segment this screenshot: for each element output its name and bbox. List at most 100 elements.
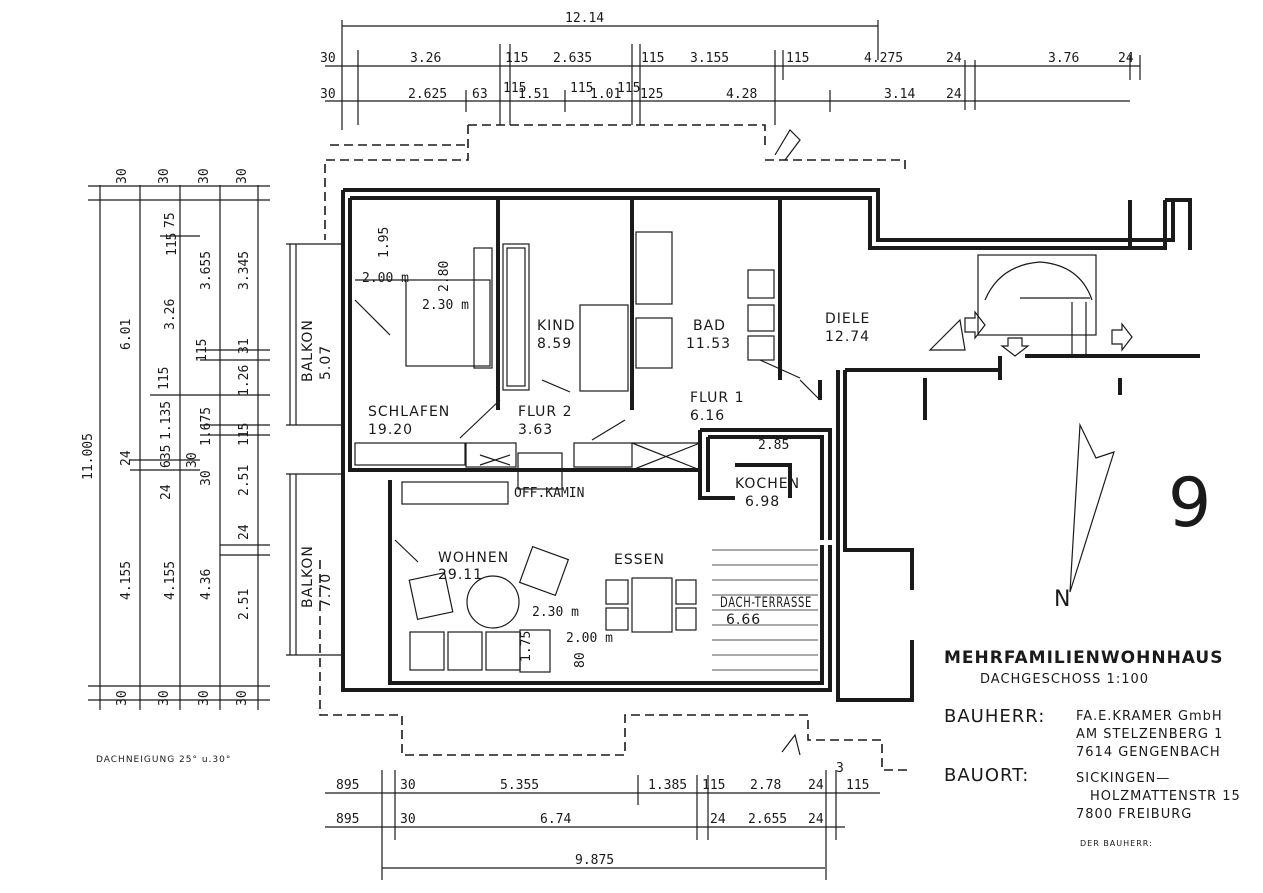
dim-left-c3-6: 4.36: [199, 569, 214, 600]
dim-left-c3-2: 115: [195, 339, 210, 362]
site-line-2: HOLZMATTENSTR 15: [1090, 789, 1241, 804]
label-kamin: OFF.KAMIN: [514, 486, 584, 501]
dim-left-c1-2: 4.155: [119, 561, 134, 600]
room-area-balkon-1: 5.07: [318, 345, 334, 380]
room-area-kochen: 6.98: [745, 494, 780, 510]
label-h7: 1.75: [519, 631, 534, 662]
room-area-schlafen: 19.20: [368, 422, 413, 438]
dim-top-r2-10: 3.14: [884, 87, 915, 102]
dim-left-c1-0: 6.01: [119, 319, 134, 350]
height-annotations: OFF.KAMIN 2.00 m 2.30 m 2.80 1.95 2.30 m…: [362, 227, 789, 668]
room-name-kochen: KOCHEN: [735, 476, 800, 492]
owner-line-2: AM STELZENBERG 1: [1076, 727, 1223, 742]
dim-left-c4-2: 1.26: [237, 365, 252, 396]
dim-bottom-r1-1: 30: [400, 778, 416, 793]
label-h5: 2.30 m: [532, 605, 579, 620]
dim-left-c2-0: 75: [163, 212, 178, 228]
dim-left-c4-5: 24: [237, 524, 252, 540]
label-h3: 2.80: [437, 261, 452, 292]
site-label: BAUORT:: [944, 765, 1029, 786]
room-area-balkon-2: 7.70: [318, 573, 334, 608]
dim-left-foot-0: 30: [115, 690, 130, 706]
bottom-dimension-chains: 895 30 5.355 1.385 115 2.78 24 3 115 895…: [325, 761, 880, 880]
room-name-schlafen: SCHLAFEN: [368, 404, 450, 420]
dim-bottom-r1-7: 3: [836, 761, 844, 776]
label-h8: 80: [573, 652, 588, 668]
dim-bottom-r1-5: 2.78: [750, 778, 781, 793]
dim-top-r2-6: 1.01: [590, 87, 621, 102]
dim-bottom-r1-4: 115: [702, 778, 725, 793]
dim-bottom-r1-2: 5.355: [500, 778, 539, 793]
label-h4: 1.95: [377, 227, 392, 258]
room-area-flur1: 6.16: [690, 408, 725, 424]
room-labels: SCHLAFEN 19.20 KIND 8.59 BAD 11.53 DIELE…: [300, 311, 870, 628]
north-label: N: [1054, 587, 1071, 612]
dim-bottom-r2-3: 24: [710, 812, 726, 827]
room-area-dachterrasse: 6.66: [726, 612, 761, 628]
room-name-wohnen: WOHNEN: [438, 550, 509, 566]
dim-left-c4-4: 2.51: [237, 465, 252, 496]
dim-left-c2-5: 24: [159, 484, 174, 500]
walls: [341, 188, 1200, 702]
dim-top-r2-8: 125: [640, 87, 663, 102]
room-name-balkon-2: BALKON: [300, 545, 316, 608]
site-line-3: 7800 FREIBURG: [1076, 807, 1192, 822]
dim-left-c1-1: 24: [119, 450, 134, 466]
room-name-balkon-1: BALKON: [300, 319, 316, 382]
dim-top-r1-8: 24: [946, 51, 962, 66]
dim-left-c2-1: 3.26: [163, 299, 178, 330]
north-arrow: N: [1054, 422, 1115, 612]
signature-label: DER BAUHERR:: [1080, 839, 1153, 848]
dim-left-foot-1: 30: [157, 690, 172, 706]
dim-left-head-2: 30: [197, 168, 212, 184]
dim-overall-top: 12.14: [565, 11, 604, 26]
dim-left-c2-3: 1.135: [159, 401, 174, 440]
dim-top-r1-5: 3.155: [690, 51, 729, 66]
dim-top-r2-5: 115: [570, 81, 593, 96]
room-name-flur2: FLUR 2: [518, 404, 573, 420]
room-area-diele: 12.74: [825, 329, 870, 345]
dim-bottom-r2-0: 895: [336, 812, 359, 827]
dim-top-r1-4: 115: [641, 51, 664, 66]
sheet-number: 9: [1168, 464, 1212, 543]
dim-left-c3-1: 3.655: [199, 251, 214, 290]
room-name-kind: KIND: [537, 318, 576, 334]
dim-left-c2-2: 115: [157, 367, 172, 390]
room-area-wohnen: 29.11: [438, 567, 483, 583]
dim-left-c4-0: 3.345: [237, 251, 252, 290]
dim-left-c3-0: 115: [165, 233, 180, 256]
interior-fixtures: [286, 129, 1133, 756]
room-name-flur1: FLUR 1: [690, 390, 745, 406]
room-name-essen: ESSEN: [614, 552, 665, 568]
dim-left-c3-3: 1.675: [199, 407, 214, 446]
dim-top-r1-1: 3.26: [410, 51, 441, 66]
left-dimension-chains: 30 30 30 30 11.005 6.01 24 4.155 75 3.26…: [81, 168, 270, 710]
dim-left-head-3: 30: [235, 168, 250, 184]
project-title: MEHRFAMILIENWOHNHAUS: [944, 648, 1223, 668]
dim-top-r2-3: 115: [503, 81, 526, 96]
dim-left-head-0: 30: [115, 168, 130, 184]
dim-top-r2-2: 63: [472, 87, 488, 102]
dim-left-c4-1: 31: [237, 338, 252, 354]
dim-left-overall: 11.005: [81, 433, 96, 480]
dim-top-r1-2: 115: [505, 51, 528, 66]
dim-bottom-r1-0: 895: [336, 778, 359, 793]
dim-top-r2-7: 115: [617, 81, 640, 96]
roof-pitch-note: DACHNEIGUNG 25° u.30°: [96, 755, 231, 765]
label-h1: 2.00 m: [362, 271, 409, 286]
room-area-flur2: 3.63: [518, 422, 553, 438]
room-name-bad: BAD: [693, 318, 726, 334]
roof-overhang-lines: [319, 124, 910, 771]
dim-top-r2-9: 4.28: [726, 87, 757, 102]
dim-left-c3-5: 30: [199, 470, 214, 486]
room-name-diele: DIELE: [825, 311, 870, 327]
owner-label: BAUHERR:: [944, 706, 1045, 727]
room-name-dachterrasse: DACH-TERRASSE: [720, 595, 812, 611]
dim-top-r2-4: 1.51: [518, 87, 549, 102]
dim-top-r1-6: 115: [786, 51, 809, 66]
room-area-bad: 11.53: [686, 336, 731, 352]
dim-top-r1-0: 30: [320, 51, 336, 66]
dim-left-c2-4: 635: [159, 445, 174, 468]
dim-top-r2-1: 2.625: [408, 87, 447, 102]
